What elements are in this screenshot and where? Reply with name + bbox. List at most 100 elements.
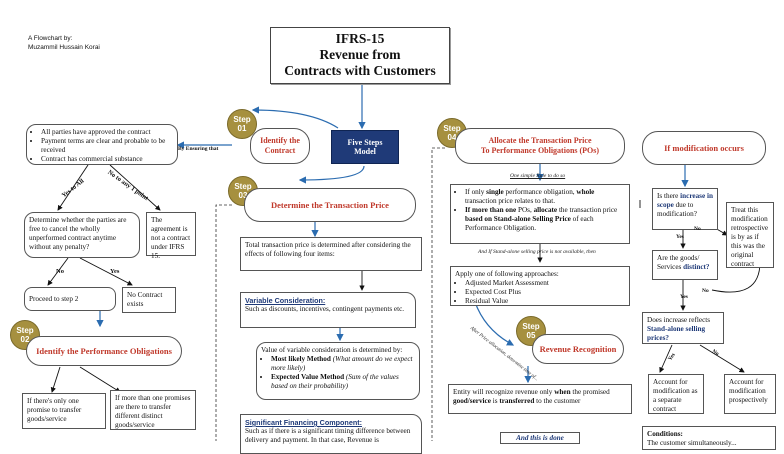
recog-bold: when bbox=[554, 388, 571, 396]
author-line-1: A Flowchart by: bbox=[28, 35, 73, 42]
approaches-box: Apply one of following approaches: Adjus… bbox=[450, 266, 630, 306]
vc-method-box: Value of variable consideration is deter… bbox=[256, 342, 420, 400]
step-word: Step bbox=[234, 182, 252, 191]
page-title: IFRS-15 Revenue from Contracts with Cust… bbox=[270, 27, 450, 84]
q-text: due to modification? bbox=[657, 201, 697, 218]
title-line-2: Revenue from bbox=[319, 47, 401, 62]
recog-text: Entity will recognize revenue only bbox=[453, 388, 555, 396]
yes-label: Yes bbox=[676, 234, 684, 240]
criteria-item: Payment terms are clear and probable to … bbox=[41, 137, 173, 155]
no-contract-box: No Contract exists bbox=[122, 287, 176, 313]
step-number: 02 bbox=[20, 335, 30, 344]
criteria-item: All parties have approved the contract bbox=[41, 128, 173, 137]
vc-method-name: Expected Value Method bbox=[271, 373, 345, 381]
proceed-step-2-box: Proceed to step 2 bbox=[24, 287, 116, 311]
variable-consideration-box: Variable Consideration: Such as discount… bbox=[240, 292, 416, 328]
author-name: Muzammil Hussain Korai bbox=[28, 44, 100, 51]
revenue-recognition-box: Revenue Recognition bbox=[532, 334, 624, 364]
multiple-promises-box: If more than one promises are there to t… bbox=[110, 390, 196, 430]
allocate-line-1: Allocate the Transaction Price bbox=[488, 136, 592, 145]
conditions-text: The customer simultaneously... bbox=[647, 439, 737, 447]
rule-text: POs, bbox=[516, 206, 534, 214]
rule-bold: If more than one bbox=[465, 206, 517, 214]
title-line-1: IFRS-15 bbox=[335, 31, 385, 46]
q-bold: increase in scope bbox=[657, 192, 713, 209]
allocate-line-2: To Performance Obligations (POs) bbox=[480, 146, 600, 155]
single-promise-box: If there's only one promise to transfer … bbox=[22, 393, 106, 429]
connector-layer bbox=[47, 84, 763, 441]
five-steps-line-1: Five Steps bbox=[347, 138, 383, 147]
by-ensuring-label: By Ensuring that bbox=[178, 146, 219, 152]
goods-distinct-box: Are the goods/ Services distinct? bbox=[652, 250, 718, 280]
q-bold: Stand-alone selling prices? bbox=[647, 325, 706, 342]
vc-method-item: Expected Value Method (Sum of the values… bbox=[271, 373, 415, 391]
rule-bold: whole bbox=[576, 188, 595, 196]
identify-contract-line-1: Identify the bbox=[260, 136, 300, 145]
title-line-3: Contracts with Customers bbox=[284, 63, 436, 78]
conditions-title: Conditions: bbox=[647, 430, 683, 438]
approach-item: Residual Value bbox=[465, 297, 625, 306]
rule-text: of each Performance Obligation. bbox=[465, 215, 594, 232]
no-label: No bbox=[702, 288, 709, 294]
recog-text: to the customer bbox=[534, 397, 581, 405]
allocation-rule-item: If more than one POs, allocate the trans… bbox=[465, 206, 625, 233]
rule-text: performance obligation, bbox=[503, 188, 577, 196]
author-credit: A Flowchart by: Muzammil Hussain Korai bbox=[28, 34, 100, 52]
recog-bold: good/service bbox=[453, 397, 491, 405]
financing-component-box: Significant Financing Component: Such as… bbox=[240, 414, 422, 454]
not-contract-box: The agreement is not a contract under IF… bbox=[146, 212, 196, 260]
no-label: No bbox=[694, 226, 701, 232]
five-steps-line-2: Model bbox=[354, 147, 376, 156]
determine-tp-box: Determine the Transaction Price bbox=[244, 188, 416, 222]
account-separate-box: Account for modification as a separate c… bbox=[648, 374, 704, 414]
allocate-tp-box: Allocate the Transaction Price To Perfor… bbox=[455, 128, 625, 164]
rule-bold: allocate bbox=[533, 206, 558, 214]
vc-method-name: Most likely Method bbox=[271, 355, 331, 363]
approach-item: Expected Cost Plus bbox=[465, 288, 625, 297]
if-modification-box: If modification occurs bbox=[642, 131, 766, 165]
total-tp-box: Total transaction price is determined af… bbox=[240, 237, 422, 271]
step-number: 05 bbox=[526, 331, 536, 340]
vc-method-note: (Sum of the values based on their probab… bbox=[271, 373, 399, 390]
no-label: No bbox=[56, 268, 64, 275]
and-this-is-done-box: And this is done bbox=[500, 432, 580, 444]
step-word: Step bbox=[522, 322, 540, 331]
step-number: 01 bbox=[237, 124, 247, 133]
entity-recognition-box: Entity will recognize revenue only when … bbox=[448, 384, 632, 414]
financing-title: Significant Financing Component: bbox=[245, 418, 362, 427]
q-text: Are the goods/ Services bbox=[657, 254, 700, 271]
five-steps-model-box: Five Steps Model bbox=[331, 130, 399, 164]
yes-label: Yes bbox=[680, 294, 688, 300]
rule-bold: single bbox=[486, 188, 504, 196]
rule-text: the transaction price bbox=[557, 206, 618, 214]
step-word: Step bbox=[16, 326, 34, 335]
conditions-box: Conditions: The customer simultaneously.… bbox=[642, 426, 776, 450]
q-text: Is there bbox=[657, 192, 681, 200]
rule-bold: based on Stand-alone Selling Price bbox=[465, 215, 571, 223]
vc-method-item: Most likely Method (What amount do we ex… bbox=[271, 355, 415, 373]
one-simple-rule-label: One simple Rule to do so bbox=[510, 173, 566, 179]
financing-text: Such as if there is a significant timing… bbox=[245, 427, 411, 444]
variable-title: Variable Consideration: bbox=[245, 296, 326, 305]
approach-item: Adjusted Market Assessment bbox=[465, 279, 625, 288]
contract-criteria-box: All parties have approved the contract P… bbox=[26, 124, 178, 165]
step-number: 03 bbox=[238, 191, 248, 200]
yes-label: Yes bbox=[110, 268, 120, 275]
allocation-rule-item: If only single performance obligation, w… bbox=[465, 188, 625, 206]
increase-scope-box: Is there increase in scope due to modifi… bbox=[652, 188, 718, 230]
step-word: Step bbox=[443, 124, 461, 133]
step-word: Step bbox=[233, 115, 251, 124]
recog-bold: transferred bbox=[499, 397, 535, 405]
identify-po-box: Identify the Performance Obligations bbox=[26, 336, 182, 366]
account-prospective-box: Account for modification prospectively bbox=[724, 374, 776, 414]
rule-text: If only bbox=[465, 188, 487, 196]
vc-method-note: (What amount do we expect more likely) bbox=[271, 355, 413, 372]
identify-contract-box: Identify the Contract bbox=[250, 128, 310, 164]
identify-contract-line-2: Contract bbox=[264, 146, 296, 155]
rule-text: transaction price relates to that. bbox=[465, 197, 556, 205]
criteria-item: Contract has commercial substance bbox=[41, 155, 173, 164]
recog-text: is bbox=[490, 397, 500, 405]
ssp-not-available-label: And If Stand-alone selling price is not … bbox=[478, 249, 596, 255]
recog-text: the promised bbox=[570, 388, 610, 396]
